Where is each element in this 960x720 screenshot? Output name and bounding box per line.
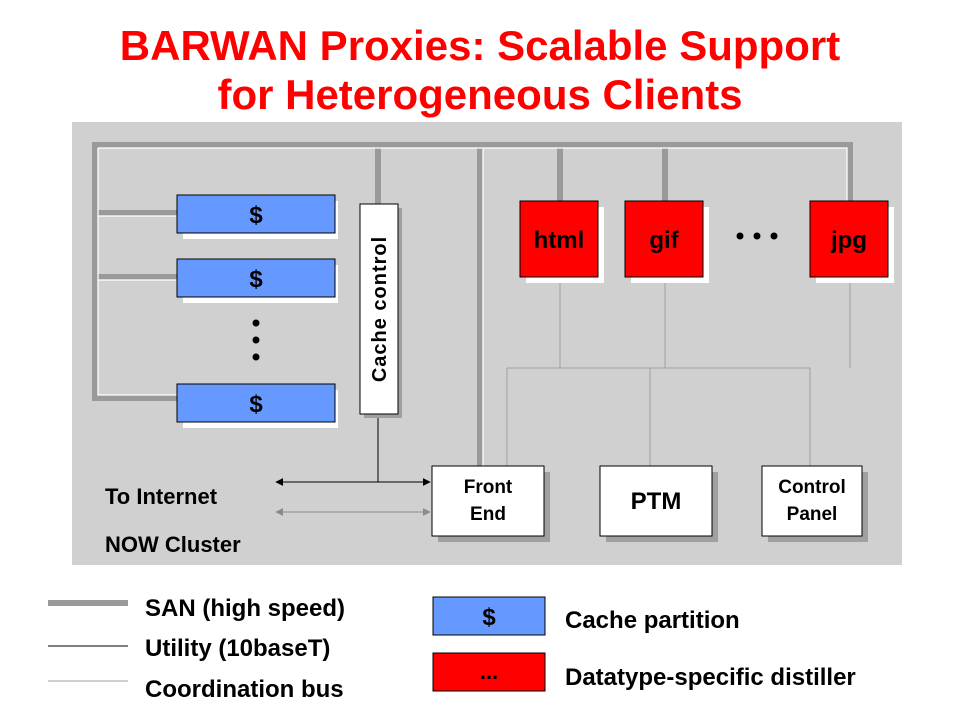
legend-distiller-swatch: [432, 652, 546, 692]
to-internet-label: To Internet: [105, 484, 218, 509]
legend-distiller-symbol: ...: [480, 659, 498, 684]
cache-control: Cache control: [359, 203, 402, 418]
cache-partition-1: $: [176, 194, 338, 239]
legend-cache-swatch: [432, 596, 546, 636]
cache-control-label: Cache control: [369, 236, 391, 382]
front-end-label-line1: Front: [464, 477, 513, 498]
front-end: Front End: [431, 465, 550, 542]
legend-cache-symbol: $: [482, 604, 496, 631]
ptm-label: PTM: [631, 488, 682, 515]
distiller-jpg: jpg: [809, 200, 894, 283]
legend-coordination-label: Coordination bus: [145, 676, 344, 703]
front-end-label-line2: End: [470, 504, 506, 525]
cache-partition-3-label: $: [249, 391, 263, 418]
now-cluster-label: NOW Cluster: [105, 532, 241, 557]
ptm: PTM: [599, 465, 718, 542]
title-line-1: BARWAN Proxies: Scalable Support: [119, 22, 841, 69]
legend: SAN (high speed) Utility (10baseT) Coord…: [48, 595, 856, 703]
cache-ellipsis: [252, 319, 260, 361]
coordination-bus: [506, 283, 851, 466]
control-panel: Control Panel: [761, 465, 868, 542]
legend-distiller-label: Datatype-specific distiller: [565, 664, 856, 691]
legend-san-label: SAN (high speed): [145, 595, 345, 622]
control-panel-label-line2: Panel: [787, 504, 838, 525]
utility-link: [275, 415, 431, 516]
cache-partition-1-label: $: [249, 202, 263, 229]
distiller-gif: gif: [624, 200, 709, 283]
title-line-2: for Heterogeneous Clients: [217, 71, 743, 118]
cache-partition-2-label: $: [249, 266, 263, 293]
distiller-html: html: [519, 200, 604, 283]
distiller-jpg-label: jpg: [830, 227, 867, 254]
distiller-ellipsis: [736, 232, 778, 240]
distiller-html-label: html: [534, 227, 585, 254]
distiller-gif-label: gif: [649, 227, 679, 254]
legend-cache-label: Cache partition: [565, 607, 740, 634]
cache-partition-3: $: [176, 383, 338, 428]
control-panel-label-line1: Control: [778, 477, 846, 498]
cache-partition-2: $: [176, 258, 338, 303]
legend-utility-label: Utility (10baseT): [145, 635, 330, 662]
